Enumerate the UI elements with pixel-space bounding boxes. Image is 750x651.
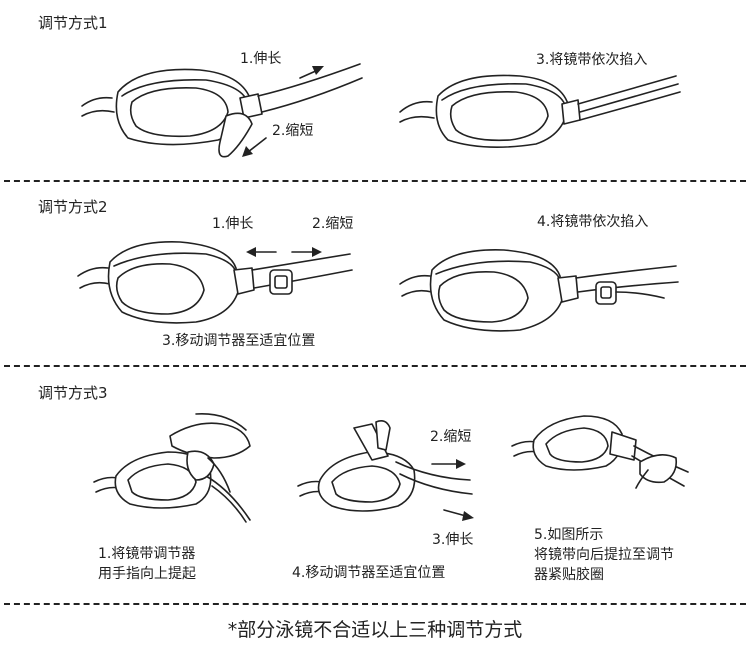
s3-step5-line3: 器紧贴胶圈 bbox=[534, 567, 604, 583]
s2-goggle-b-illustration bbox=[399, 249, 679, 332]
s3-shorten-arrowhead bbox=[456, 459, 466, 469]
divider-1 bbox=[4, 180, 746, 182]
s3-step4-label: 4.移动调节器至适宜位置 bbox=[292, 565, 446, 581]
s1-shorten-label: 2.缩短 bbox=[272, 123, 314, 139]
section-2-title: 调节方式2 bbox=[38, 198, 108, 216]
divider-2 bbox=[4, 365, 746, 367]
s1-goggle-a-illustration bbox=[81, 63, 363, 158]
s1-shorten-arrow bbox=[247, 137, 267, 153]
s3-shorten-label: 2.缩短 bbox=[430, 429, 472, 445]
section-1-title: 调节方式1 bbox=[38, 14, 108, 32]
s3-extend-label: 3.伸长 bbox=[432, 532, 474, 548]
s3-goggle-c-illustration bbox=[511, 415, 689, 489]
s1-extend-label: 1.伸长 bbox=[240, 51, 282, 67]
s2-extend-label: 1.伸长 bbox=[212, 216, 254, 232]
s1-insert-label: 3.将镜带依次掐入 bbox=[536, 52, 648, 68]
s1-extend-arrowhead bbox=[312, 66, 324, 75]
s3-step1-line1: 1.将镜带调节器 bbox=[98, 546, 196, 562]
s2-goggle-a-illustration bbox=[77, 241, 353, 324]
s3-goggle-a-illustration bbox=[93, 413, 251, 523]
footer-note: *部分泳镜不合适以上三种调节方式 bbox=[227, 619, 523, 641]
s2-insert-label: 4.将镜带依次掐入 bbox=[537, 214, 649, 230]
s3-extend-arrowhead bbox=[462, 511, 474, 521]
divider-3 bbox=[4, 603, 746, 605]
s3-goggle-b-illustration bbox=[297, 420, 473, 512]
s1-shorten-arrowhead bbox=[242, 146, 253, 157]
section-3-title: 调节方式3 bbox=[38, 384, 108, 402]
s3-step1-line2: 用手指向上提起 bbox=[98, 566, 196, 582]
s1-goggle-b-illustration bbox=[399, 74, 681, 148]
s2-shorten-label: 2.缩短 bbox=[312, 216, 354, 232]
s3-extend-arrow bbox=[443, 509, 467, 517]
s3-step5-line2: 将镜带向后提拉至调节 bbox=[534, 547, 674, 563]
s3-step5-line1: 5.如图所示 bbox=[534, 527, 604, 543]
s2-extend-arrowhead bbox=[246, 247, 256, 257]
s2-move-label: 3.移动调节器至适宜位置 bbox=[162, 333, 316, 349]
s2-shorten-arrowhead bbox=[312, 247, 322, 257]
